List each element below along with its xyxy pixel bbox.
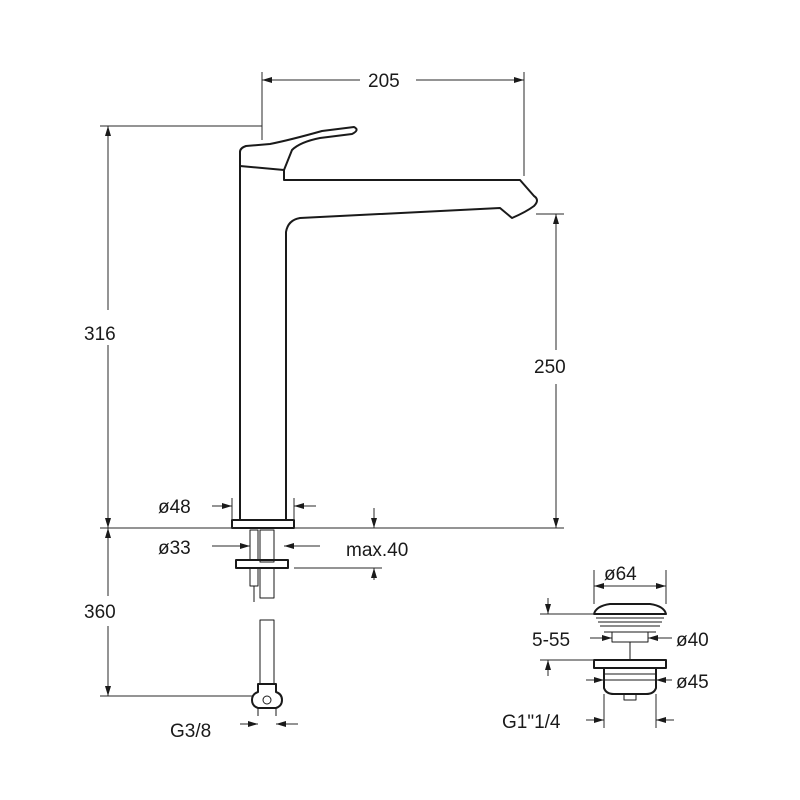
drain-neck: [611, 631, 649, 643]
dimension-dia-40: ø40: [590, 630, 709, 651]
drain-cap: [593, 603, 667, 615]
dimension-dia-64: ø64: [593, 564, 667, 604]
mounting-nut: [235, 559, 289, 569]
arrow-45-right: [656, 677, 666, 683]
dimension-205: 205: [261, 71, 525, 176]
drain-flange: [593, 659, 667, 669]
arrow-360-bottom: [105, 686, 111, 696]
arrow-250-top: [553, 214, 559, 224]
label-g1-1-4: G1"1/4: [502, 712, 561, 733]
label-5-55: 5-55: [532, 630, 570, 651]
dimension-5-55: 5-55: [532, 598, 594, 676]
arrow-g114-right: [656, 717, 666, 723]
lever-handle: [239, 126, 358, 171]
label-205: 205: [368, 71, 400, 92]
drain-body: [603, 668, 657, 695]
label-250: 250: [534, 357, 566, 378]
arrow-g38-left: [248, 721, 258, 727]
arrow-40-top: [371, 518, 377, 528]
dimension-360: 360: [84, 528, 252, 697]
dimension-316: 316: [84, 125, 262, 529]
arrow-316-top: [105, 126, 111, 136]
arrow-360-top: [105, 528, 111, 538]
dimension-dia-48: ø48: [158, 497, 316, 520]
dimension-dia-45: ø45: [586, 672, 709, 693]
arrow-40d-right: [648, 635, 658, 641]
dimension-max-40: max.40: [294, 508, 408, 580]
stud-lower: [249, 567, 259, 587]
arrow-g38-right: [276, 721, 286, 727]
arrow-316-bottom: [105, 518, 111, 528]
dimension-g1-1-4: G1"1/4: [502, 694, 674, 733]
arrow-48-left: [222, 503, 232, 509]
label-316: 316: [84, 324, 116, 345]
label-dia-45: ø45: [676, 672, 709, 693]
arrow-40-bottom: [371, 568, 377, 578]
hose-upper: [259, 529, 275, 563]
label-360: 360: [84, 602, 116, 623]
arrow-45-left: [594, 677, 604, 683]
arrow-205-left: [262, 77, 272, 83]
arrow-40d-left: [602, 635, 612, 641]
label-dia-48: ø48: [158, 497, 191, 518]
arrow-64-right: [656, 583, 666, 589]
arrow-205-right: [514, 77, 524, 83]
arrow-33-left: [240, 543, 250, 549]
body-outline: [239, 166, 538, 520]
label-max-40: max.40: [346, 540, 408, 561]
arrow-48-right: [294, 503, 304, 509]
arrow-555-bottom: [545, 660, 551, 670]
arrow-64-left: [594, 583, 604, 589]
label-dia-64: ø64: [604, 564, 637, 585]
arrow-555-top: [545, 604, 551, 614]
base-plate: [231, 519, 295, 529]
arrow-33-right: [284, 543, 294, 549]
drain-tail: [623, 693, 637, 701]
connector-center: [262, 695, 272, 705]
arrow-250-bottom: [553, 518, 559, 528]
label-dia-33: ø33: [158, 538, 191, 559]
hose-lower: [259, 619, 275, 685]
dimension-250: 250: [294, 213, 566, 529]
label-dia-40: ø40: [676, 630, 709, 651]
arrow-g114-left: [594, 717, 604, 723]
mounting-hardware: [235, 529, 289, 716]
dimension-g38: G3/8: [170, 721, 298, 742]
faucet-body: [231, 126, 538, 529]
stud-upper: [249, 529, 259, 561]
drain-assembly: [593, 603, 667, 701]
hose-mid: [259, 567, 275, 599]
label-g38: G3/8: [170, 721, 211, 742]
dimension-dia-33: ø33: [158, 538, 320, 559]
